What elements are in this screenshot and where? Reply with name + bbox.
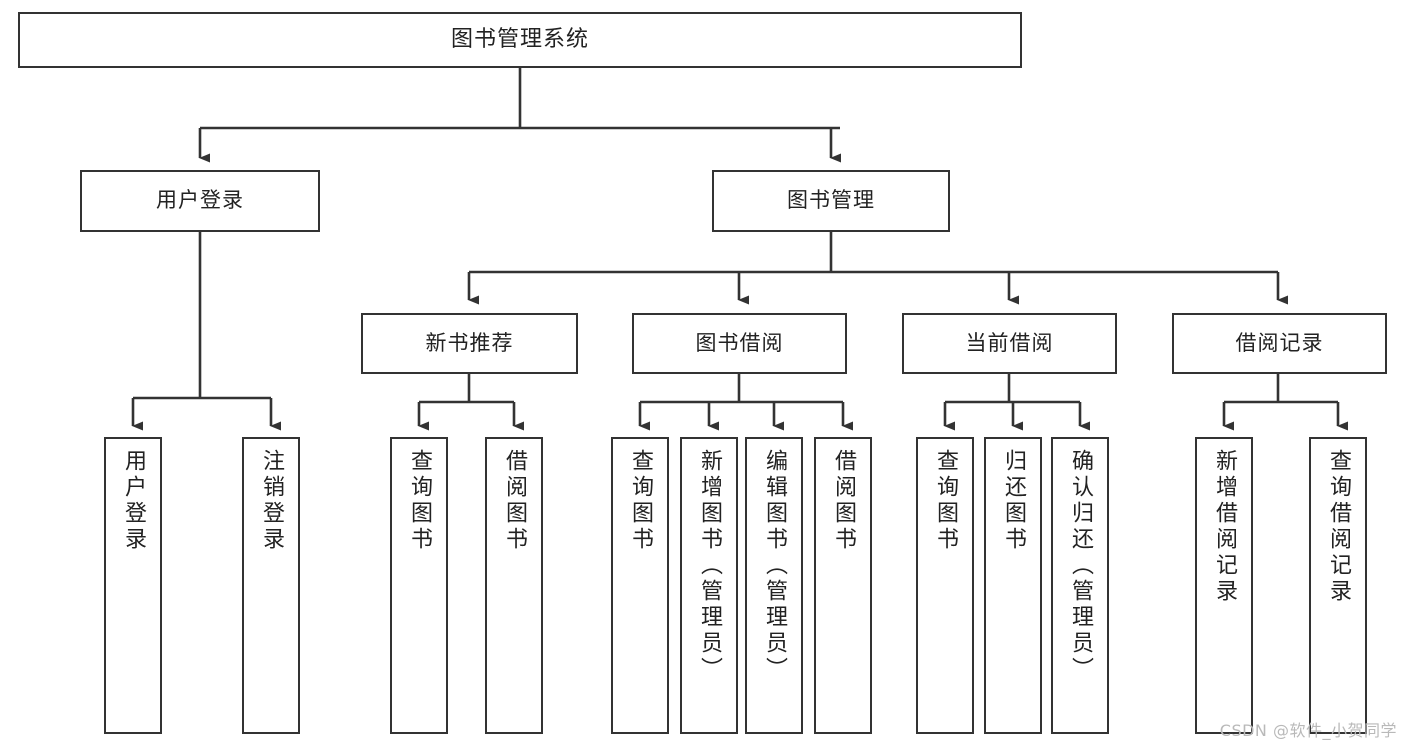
node-label: 新增借阅记录 [1212,449,1237,605]
node-leaf-query-book-3[interactable]: 查询图书 [916,437,974,734]
node-book-borrow[interactable]: 图书借阅 [632,313,847,374]
node-label: 确认归还（管理员） [1068,449,1093,683]
node-label: 图书借阅 [695,330,784,355]
node-leaf-borrow-book-1[interactable]: 借阅图书 [485,437,543,734]
node-leaf-confirm-return-admin[interactable]: 确认归还（管理员） [1051,437,1109,734]
node-label: 归还图书 [1001,449,1026,553]
node-user-login[interactable]: 用户登录 [80,170,320,232]
node-leaf-borrow-book-2[interactable]: 借阅图书 [814,437,872,734]
node-label: 图书管理 [787,188,875,213]
node-label: 查询借阅记录 [1326,449,1351,605]
node-label: 查询图书 [407,449,432,553]
node-label: 新书推荐 [425,330,514,355]
node-label: 当前借阅 [965,330,1054,355]
node-label: 新增图书（管理员） [697,449,722,683]
node-current-borrow[interactable]: 当前借阅 [902,313,1117,374]
csdn-watermark: CSDN @软件_小贺同学 [1219,721,1397,740]
node-leaf-add-borrow-record[interactable]: 新增借阅记录 [1195,437,1253,734]
node-label: 图书管理系统 [450,26,589,52]
node-label: 查询图书 [933,449,958,553]
node-label: 编辑图书（管理员） [762,449,787,683]
node-leaf-logout-login[interactable]: 注销登录 [242,437,300,734]
node-label: 借阅图书 [831,449,856,553]
node-label: 借阅图书 [502,449,527,553]
node-book-management[interactable]: 图书管理 [712,170,950,232]
node-label: 用户登录 [156,188,244,213]
node-label: 用户登录 [121,449,146,553]
node-label: 借阅记录 [1235,330,1324,355]
node-leaf-edit-book-admin[interactable]: 编辑图书（管理员） [745,437,803,734]
node-borrow-record[interactable]: 借阅记录 [1172,313,1387,374]
node-label: 查询图书 [628,449,653,553]
node-leaf-query-book-1[interactable]: 查询图书 [390,437,448,734]
node-leaf-query-borrow-record[interactable]: 查询借阅记录 [1309,437,1367,734]
node-new-book-recommend[interactable]: 新书推荐 [361,313,578,374]
node-leaf-query-book-2[interactable]: 查询图书 [611,437,669,734]
node-root-book-management-system[interactable]: 图书管理系统 [18,12,1022,68]
node-leaf-add-book-admin[interactable]: 新增图书（管理员） [680,437,738,734]
node-leaf-user-login[interactable]: 用户登录 [104,437,162,734]
node-label: 注销登录 [259,449,284,553]
node-leaf-return-book[interactable]: 归还图书 [984,437,1042,734]
